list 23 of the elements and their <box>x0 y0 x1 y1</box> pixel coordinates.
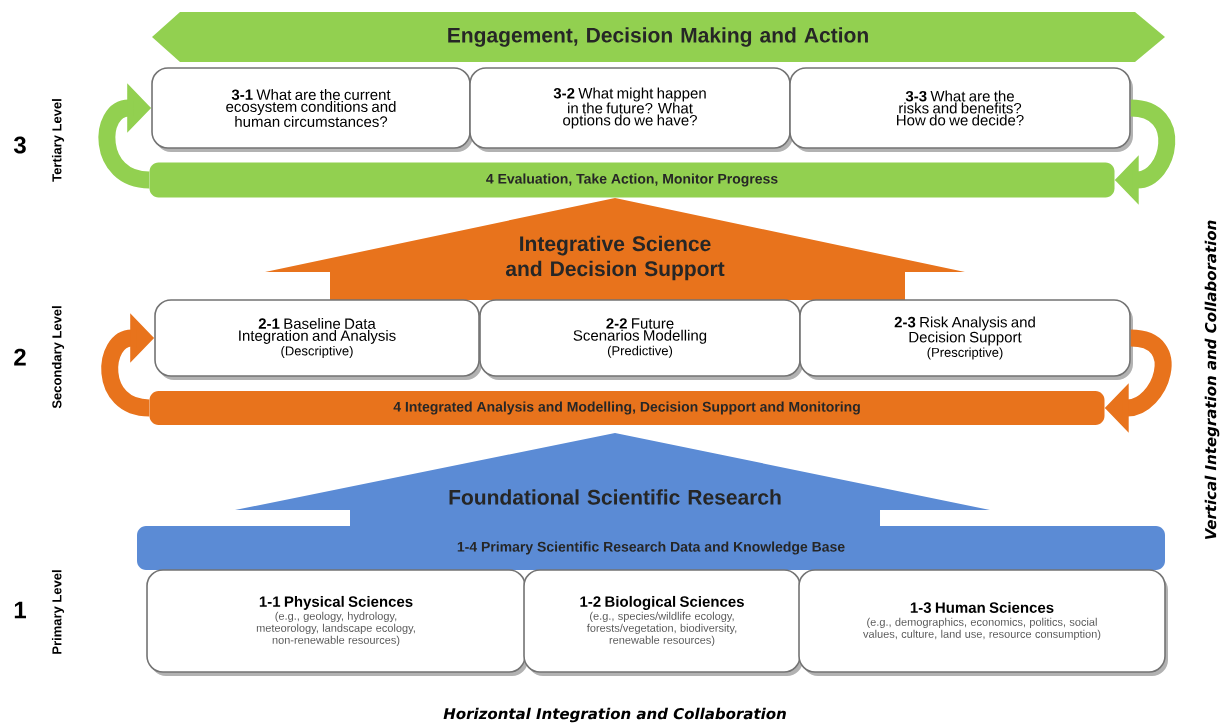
axis-caption: Horizontal Integration and Collaboration <box>443 707 786 723</box>
level-label: Primary Level <box>51 570 65 654</box>
up-arrow-banner: Integrative Science and Decision Support <box>265 198 965 300</box>
question-box: 2-1 Baseline Data Integration and Analysis (Descriptive) <box>154 299 482 380</box>
double-arrow-banner: Engagement, Decision Making and Action <box>152 12 1165 62</box>
level-label: Tertiary Level <box>51 99 65 182</box>
axis-caption: Vertical Integration and Collaboration <box>1204 220 1220 540</box>
question-box: 1-3 Human Sciences (e.g., demographics, economics, politics, social values, culture, land use, resource consumption) <box>798 569 1168 676</box>
level-number: 1 <box>14 601 26 619</box>
level-number: 2 <box>14 348 26 366</box>
question-box: 2-2 Future Scenarios Modelling (Predictive) <box>479 299 803 380</box>
question-box: 1-2 Biological Sciences (e.g., species/wildlife ecology, forests/vegetation, biodiversity, renewable resources) <box>523 569 803 676</box>
question-box: 3-3 What are the risks and benefits? How do we decide? <box>789 67 1133 152</box>
question-box: 3-2 What might happen in the future? What options do we have? <box>469 67 793 152</box>
band: 1-4 Primary Scientific Research Data and Knowledge Base <box>137 526 1165 570</box>
up-arrow-banner: Foundational Scientific Research <box>235 433 990 530</box>
level-number: 3 <box>13 136 26 154</box>
question-box: 3-1 What are the current ecosystem conditions and human circumstances? <box>151 67 473 152</box>
level-label: Secondary Level <box>51 306 65 409</box>
node-label: Foundational Scientific Research <box>449 489 781 505</box>
question-box: 1-1 Physical Sciences (e.g., geology, hydrology, meteorology, landscape ecology, non-renewable resources) <box>146 569 528 676</box>
node-label: 1-4 Primary Scientific Research Data and Knowledge Base <box>457 541 845 555</box>
question-box: 2-3 Risk Analysis and Decision Support (Prescriptive) <box>799 299 1133 380</box>
